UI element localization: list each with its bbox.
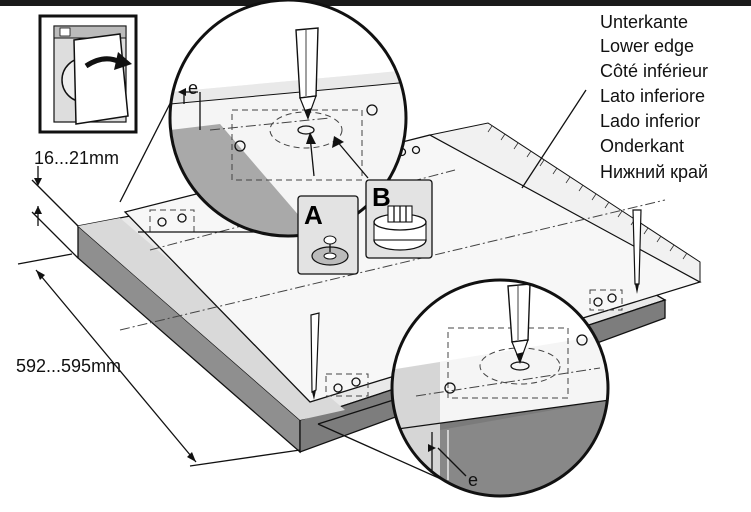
thickness-label: 16...21mm: [34, 148, 119, 168]
part-a-box: A: [297, 195, 359, 275]
pencil-left: [310, 312, 320, 400]
appliance-icon: [38, 14, 138, 134]
lower-edge-label-it: Lato inferiore: [600, 86, 705, 106]
depth-label: 592...595mm: [16, 356, 121, 376]
template-ruler: [428, 122, 701, 283]
lower-edge-label-es: Lado inferior: [600, 111, 700, 131]
lower-edge-label-nl: Onderkant: [600, 136, 684, 156]
lower-edge-label-en: Lower edge: [600, 36, 694, 56]
lower-edge-labels: Unterkante Lower edge Côté inférieur Lat…: [521, 12, 708, 189]
part-b-label: B: [372, 182, 391, 212]
lower-edge-leader-line: [521, 89, 587, 189]
part-b-box: B: [365, 179, 433, 259]
offset-mark-bottom: e: [468, 470, 478, 490]
top-frame-bar: [0, 0, 751, 6]
part-a-label: A: [304, 200, 323, 230]
lower-edge-label-de: Unterkante: [600, 12, 688, 32]
depth-dimension: [17, 253, 301, 467]
template-centerline-horizontal: [119, 199, 666, 331]
pencil-right: [632, 209, 642, 294]
lower-edge-label-ru: Нижний край: [600, 162, 708, 182]
ruler-ticks: [487, 125, 688, 260]
thickness-dimension: [31, 166, 79, 259]
lower-edge-label-fr: Côté inférieur: [600, 61, 708, 81]
offset-mark-top: e: [188, 78, 198, 98]
